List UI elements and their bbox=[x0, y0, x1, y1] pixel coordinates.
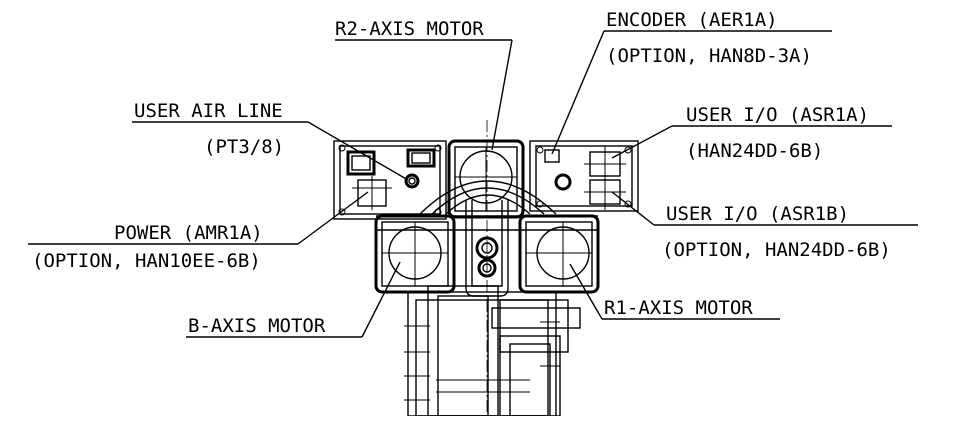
lower-arm-body bbox=[404, 285, 581, 417]
b-axis-motor-label: B-AXIS MOTOR bbox=[188, 315, 326, 337]
user-air-line-size-label: (PT3/8) bbox=[204, 136, 284, 158]
r1-axis-motor-body bbox=[518, 214, 600, 294]
user-io-a-label: USER I/O (ASR1A) bbox=[686, 104, 869, 126]
user-air-line-label: USER AIR LINE bbox=[134, 100, 283, 122]
wrist-center-column bbox=[465, 120, 509, 416]
leader-lines bbox=[28, 30, 918, 338]
encoder-label: ENCODER (AER1A) bbox=[606, 9, 778, 31]
encoder-option-label: (OPTION, HAN8D-3A) bbox=[606, 45, 812, 67]
b-axis-motor-body bbox=[374, 214, 456, 294]
power-label: POWER (AMR1A) bbox=[114, 222, 263, 244]
r1-axis-motor-label: R1-AXIS MOTOR bbox=[604, 297, 753, 319]
r2-axis-motor-body bbox=[447, 139, 525, 219]
right-connector-plate bbox=[529, 140, 639, 212]
power-option-label: (OPTION, HAN10EE-6B) bbox=[32, 250, 261, 272]
r2-axis-motor-label: R2-AXIS MOTOR bbox=[335, 18, 484, 40]
left-connector-plate bbox=[333, 140, 447, 220]
user-io-b-option-label: (OPTION, HAN24DD-6B) bbox=[662, 239, 891, 261]
user-io-b-label: USER I/O (ASR1B) bbox=[666, 203, 849, 225]
user-io-a-connector-label: (HAN24DD-6B) bbox=[686, 140, 823, 162]
